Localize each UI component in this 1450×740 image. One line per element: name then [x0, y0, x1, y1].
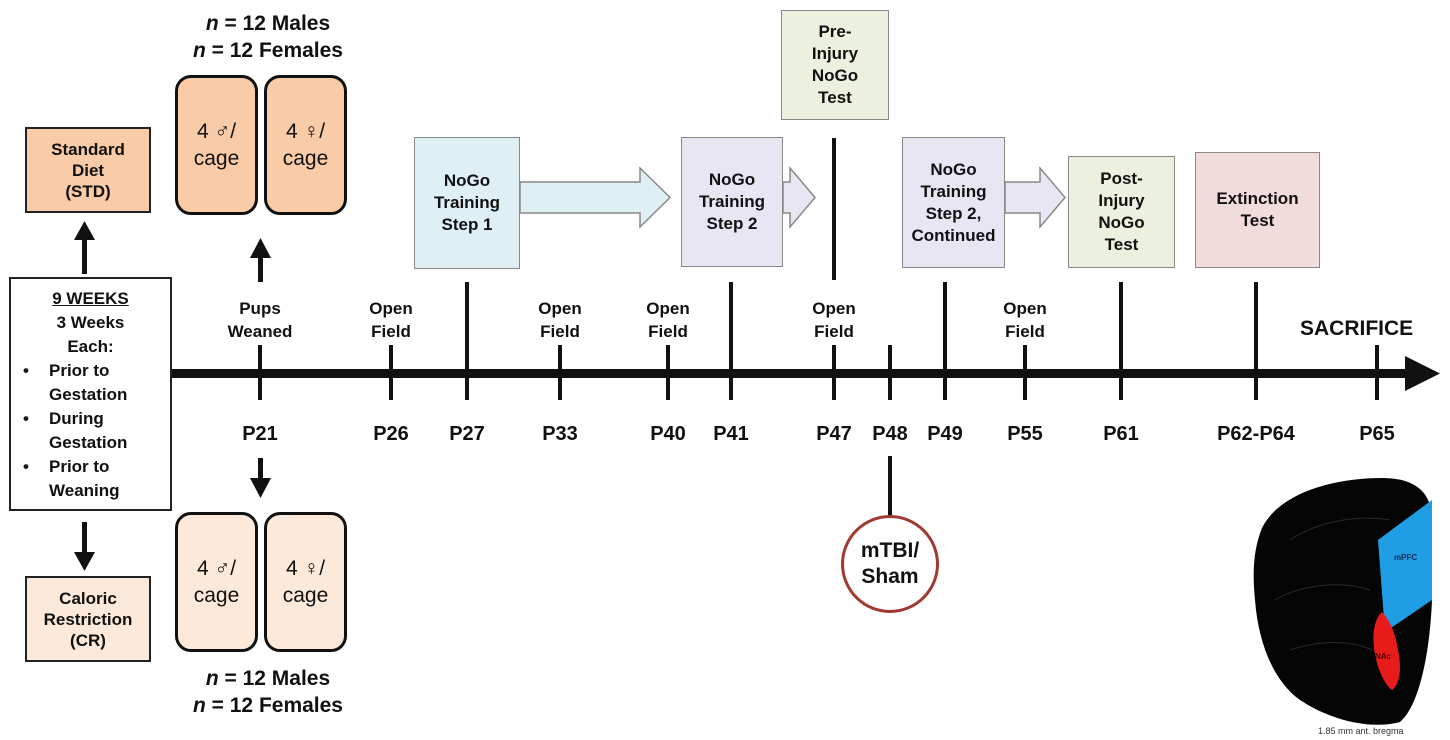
timeline-arrowhead — [1405, 356, 1440, 391]
injury-connector — [888, 456, 892, 516]
day-p62-p64: P62-P64 — [1217, 423, 1295, 445]
bottom-female-count: n = 12 Females — [192, 694, 343, 717]
brain-caption: 1.85 mm ant. bregma — [1318, 726, 1404, 736]
arrow-to-top-cages — [250, 238, 271, 282]
day-p21: P21 — [242, 423, 278, 445]
day-p47: P47 — [816, 423, 852, 445]
weeks-subtitle-2: Each: — [67, 337, 114, 356]
sacrifice-label: SACRIFICE — [1300, 317, 1414, 340]
day-p33: P33 — [542, 423, 578, 445]
arrow-to-bottom-cages — [250, 458, 271, 498]
top-male-count: n = 12 Males — [205, 12, 331, 35]
bottom-male-cage: 4 ♂/cage — [175, 512, 258, 652]
tick-p47-lower — [832, 345, 836, 400]
tick-p21 — [258, 345, 262, 400]
day-p48: P48 — [872, 423, 908, 445]
step2-block-arrow — [782, 165, 816, 230]
arrow-to-std — [74, 221, 95, 274]
day-p55: P55 — [1007, 423, 1043, 445]
day-p49: P49 — [927, 423, 963, 445]
day-p61: P61 — [1103, 423, 1139, 445]
step1-block-arrow — [519, 166, 672, 229]
top-female-count: n = 12 Females — [192, 39, 343, 62]
tick-p40 — [666, 345, 670, 400]
tick-p62-64 — [1254, 282, 1258, 400]
day-p26: P26 — [373, 423, 409, 445]
tick-p26 — [389, 345, 393, 400]
tick-p49 — [943, 282, 947, 400]
tick-p55 — [1023, 345, 1027, 400]
bottom-male-count: n = 12 Males — [205, 667, 331, 690]
arrow-to-cr — [74, 522, 95, 571]
day-p65: P65 — [1359, 423, 1395, 445]
top-male-cage: 4 ♂/cage — [175, 75, 258, 215]
mpfc-label: mPFC — [1394, 553, 1418, 562]
mtbi-sham-circle: mTBI/Sham — [841, 515, 939, 613]
tick-p61 — [1119, 282, 1123, 400]
tick-p41 — [729, 282, 733, 400]
tick-p65 — [1375, 345, 1379, 400]
day-p27: P27 — [449, 423, 485, 445]
brain-section-image — [1253, 478, 1432, 725]
weeks-subtitle-1: 3 Weeks — [56, 313, 125, 332]
step2c-block-arrow — [1004, 165, 1066, 230]
timeline-axis — [172, 369, 1407, 378]
tick-p48 — [888, 345, 892, 400]
bottom-female-cage: 4 ♀/cage — [264, 512, 347, 652]
day-p41: P41 — [713, 423, 749, 445]
tick-p47 — [832, 138, 836, 280]
day-p40: P40 — [650, 423, 686, 445]
tick-p27 — [465, 282, 469, 400]
tick-p33 — [558, 345, 562, 400]
nac-label: NAc — [1375, 652, 1392, 661]
top-female-cage: 4 ♀/cage — [264, 75, 347, 215]
weeks-title: 9 WEEKS — [52, 289, 129, 308]
